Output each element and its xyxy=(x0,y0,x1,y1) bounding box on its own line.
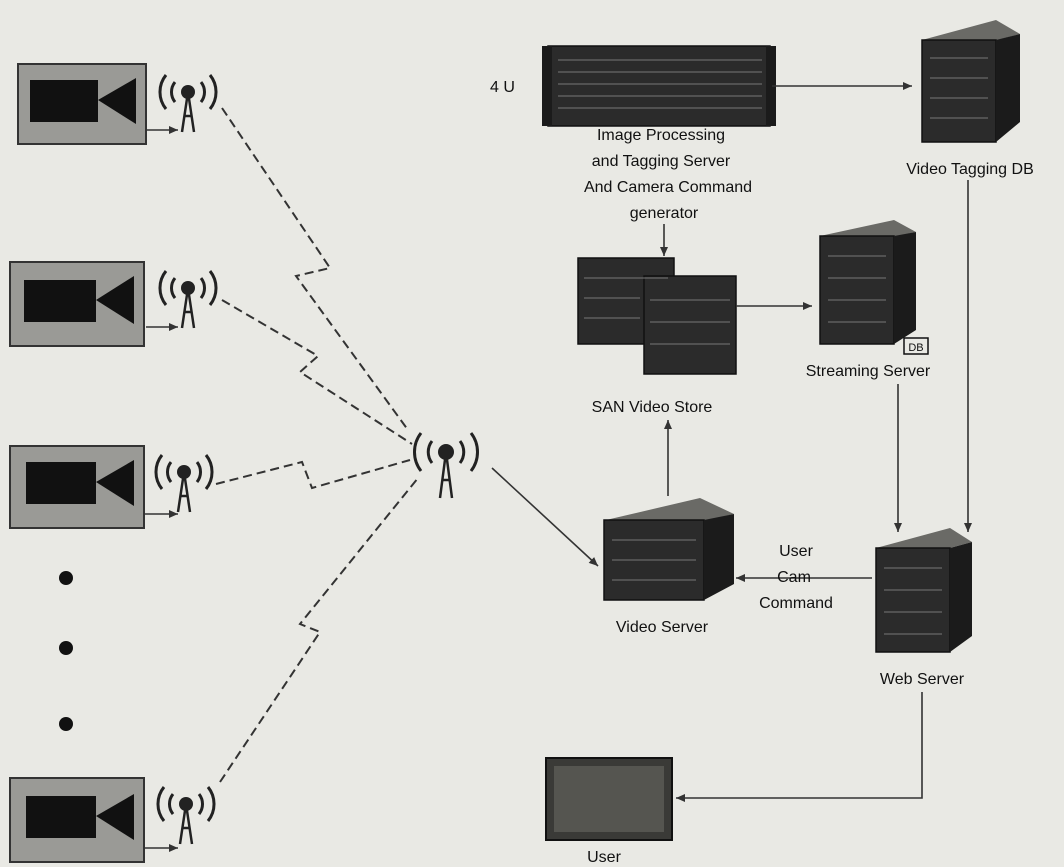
arrow-to-video-server xyxy=(491,467,599,567)
image-server-label-line: generator xyxy=(630,205,699,222)
wireless-links xyxy=(215,107,419,783)
web-server xyxy=(875,528,972,653)
camera-body xyxy=(30,80,98,122)
video-tagging-db-label: Video Tagging DB xyxy=(906,161,1034,178)
antenna-icon xyxy=(154,454,214,513)
streaming-server-label: Streaming Server xyxy=(806,363,931,380)
user-monitor-icon xyxy=(545,757,673,841)
camera-node-2 xyxy=(9,261,178,347)
central-antenna-icon xyxy=(413,432,479,499)
camera-body xyxy=(26,796,96,838)
wireless-link xyxy=(219,477,419,783)
image-processing-server xyxy=(542,45,776,127)
rack-units-label: 4 U xyxy=(490,79,515,96)
ellipsis-dot xyxy=(59,717,73,731)
user-cam-command-label-line: User xyxy=(779,543,813,560)
streaming-db-badge-label: DB xyxy=(908,342,923,354)
camera-node-1 xyxy=(17,63,178,145)
arrow-web-to-user xyxy=(676,692,923,802)
san-video-store-label: SAN Video Store xyxy=(592,399,713,416)
web-server-label: Web Server xyxy=(880,671,965,688)
antenna-icon xyxy=(158,270,218,329)
ellipsis-dot xyxy=(59,571,73,585)
user-cam-command-label-line: Cam xyxy=(777,569,811,586)
rack-server-icon xyxy=(547,45,771,127)
image-server-label-line: and Tagging Server xyxy=(592,153,731,170)
camera-lens-icon xyxy=(96,794,134,840)
image-server-label-line: Image Processing xyxy=(597,127,725,144)
camera-node-3 xyxy=(9,445,178,529)
video-server xyxy=(603,498,734,601)
camera-body xyxy=(24,280,96,322)
ellipsis-dot xyxy=(59,641,73,655)
wireless-link xyxy=(221,299,413,445)
video-tagging-db-server xyxy=(921,20,1020,143)
video-server-label: Video Server xyxy=(616,619,709,636)
antenna-icon xyxy=(158,74,218,133)
wireless-link xyxy=(221,107,409,431)
camera-node-4 xyxy=(9,777,178,863)
antenna-icon xyxy=(156,786,216,845)
user-label: User xyxy=(587,849,621,866)
camera-lens-icon xyxy=(96,460,134,506)
camera-lens-icon xyxy=(96,276,134,324)
camera-body xyxy=(26,462,96,504)
db-badge xyxy=(903,337,929,355)
camera-lens-icon xyxy=(98,78,136,124)
image-server-label-line: And Camera Command xyxy=(584,179,752,196)
streaming-server xyxy=(819,220,929,355)
san-video-store xyxy=(577,257,737,375)
user-cam-command-label-line: Command xyxy=(759,595,833,612)
wireless-link xyxy=(215,459,411,490)
